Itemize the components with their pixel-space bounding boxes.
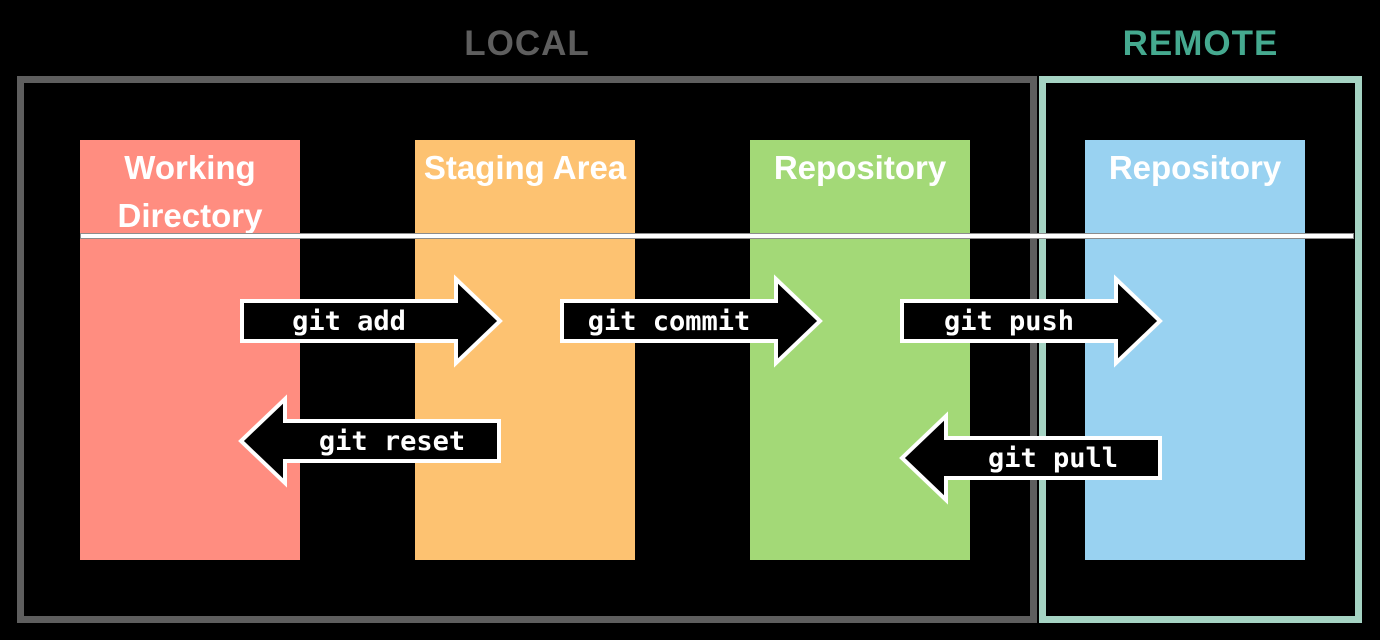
- left-arrow-shape: [899, 411, 1162, 505]
- working-directory-column: Working Directory: [80, 140, 300, 560]
- staging-area-label: Staging Area: [423, 149, 627, 186]
- left-arrow-shape: [238, 394, 501, 488]
- staging-area-column: Staging Area: [415, 140, 635, 560]
- local-repository-label: Repository: [773, 149, 947, 186]
- remote-region-label: REMOTE: [1122, 24, 1279, 63]
- git-commit-arrow: git commit: [560, 274, 823, 368]
- right-arrow-shape: [900, 274, 1163, 368]
- right-arrow-shape: [560, 274, 823, 368]
- local-region-label: LOCAL: [464, 24, 590, 63]
- git-add-arrow: git add: [240, 274, 503, 368]
- git-reset-arrow: git reset: [238, 394, 501, 488]
- local-region-box: [17, 76, 1037, 623]
- git-push-label: git push: [944, 306, 1074, 337]
- remote-repository-label: Repository: [1108, 149, 1282, 186]
- git-pull-arrow: git pull: [899, 411, 1162, 505]
- working-directory-label: Working Directory: [117, 149, 263, 234]
- git-pull-label: git pull: [988, 443, 1118, 474]
- header-underline: [80, 233, 1354, 239]
- right-arrow-shape: [240, 274, 503, 368]
- git-add-label: git add: [292, 306, 406, 337]
- git-push-arrow: git push: [900, 274, 1163, 368]
- git-commit-label: git commit: [588, 306, 751, 337]
- git-reset-label: git reset: [319, 426, 465, 457]
- remote-region-box: [1039, 76, 1362, 623]
